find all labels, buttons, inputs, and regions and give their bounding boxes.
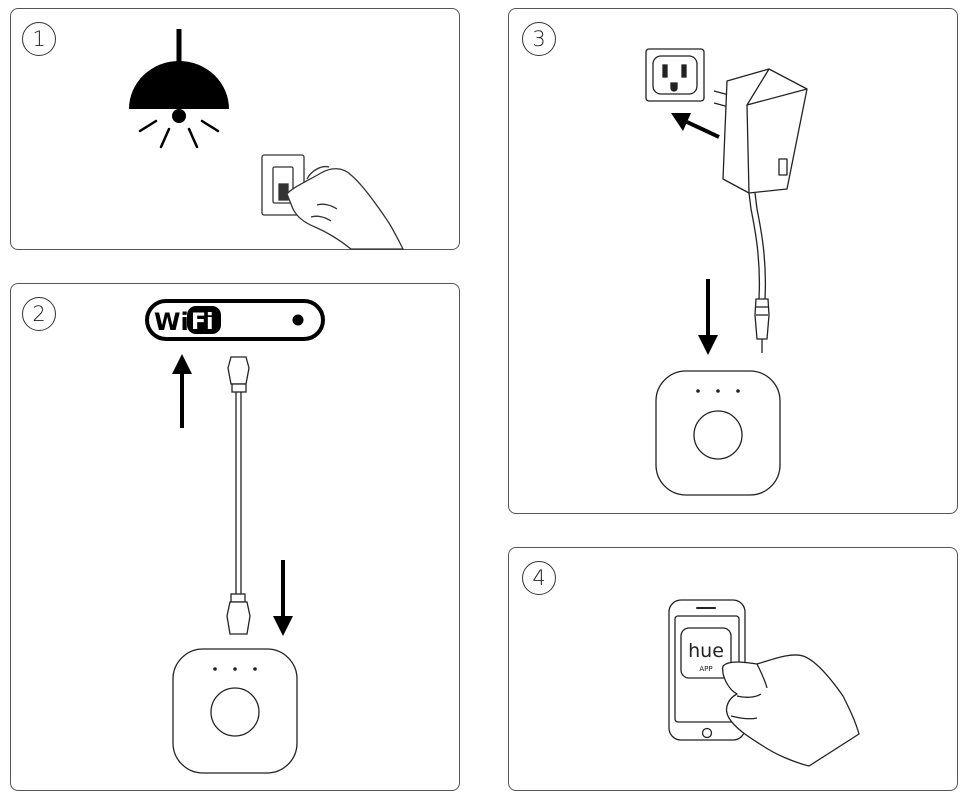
hue-app-name: hue xyxy=(688,640,724,662)
step-3-illustration xyxy=(645,48,808,496)
step-3-panel: 3 xyxy=(508,8,958,514)
wifi-logo-right: Fi xyxy=(191,310,214,335)
arrow-up-icon xyxy=(172,354,192,428)
hue-app-sub: APP xyxy=(699,665,712,673)
wifi-logo-left: Wi xyxy=(154,308,189,336)
power-adapter-icon xyxy=(713,68,808,194)
step-1-illustration xyxy=(129,29,404,250)
ethernet-cable-icon xyxy=(226,356,251,635)
step-4-illustration: hue APP xyxy=(668,599,860,767)
step-2-number: 2 xyxy=(22,297,56,331)
ceiling-lamp-icon xyxy=(129,29,229,149)
step-1-number: 1 xyxy=(22,22,56,56)
arrow-down-icon xyxy=(273,560,293,636)
hand-pressing-icon xyxy=(286,165,404,250)
power-cable-icon xyxy=(748,192,770,353)
step-4-number: 4 xyxy=(522,561,556,595)
step-1-panel: 1 xyxy=(10,8,460,250)
hue-app-icon: hue APP xyxy=(680,627,732,679)
wall-outlet-icon xyxy=(645,48,705,102)
step-4-panel: 4 hue APP xyxy=(508,547,958,791)
hand-tapping-icon xyxy=(722,654,860,767)
arrow-down-icon xyxy=(698,279,718,355)
router-icon: Wi Fi xyxy=(145,299,325,341)
arrow-left-icon xyxy=(671,113,720,139)
hue-bridge-icon xyxy=(172,648,298,774)
hue-bridge-icon xyxy=(655,370,781,496)
step-2-panel: 2 Wi Fi xyxy=(10,283,460,791)
step-2-illustration: Wi Fi xyxy=(145,299,325,774)
step-3-number: 3 xyxy=(522,22,556,56)
